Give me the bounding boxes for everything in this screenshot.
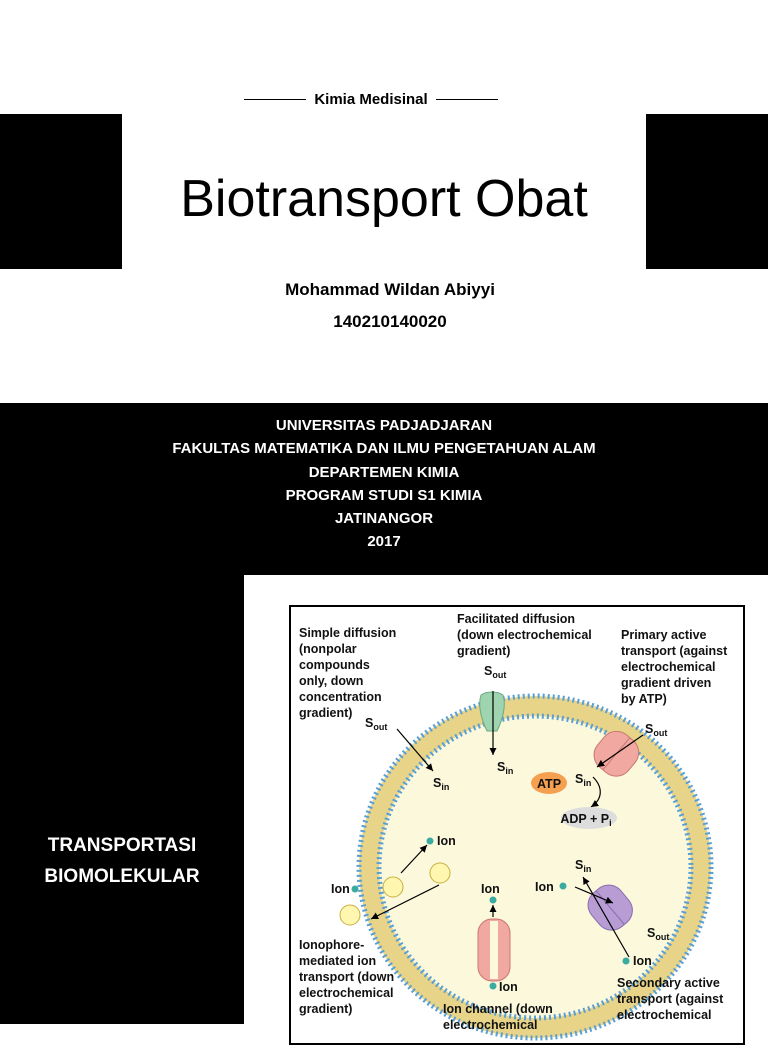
ion-dot [426, 837, 434, 845]
ion-dot [489, 982, 497, 990]
svg-text:(down electrochemical: (down electrochemical [457, 628, 592, 642]
svg-text:gradient driven: gradient driven [621, 676, 711, 690]
s-out-label: Sout [484, 664, 506, 680]
s-in-label: Sin [497, 760, 513, 776]
svg-text:gradient): gradient) [299, 706, 352, 720]
ion-label: Ion [535, 880, 554, 894]
ion-label: Ion [633, 954, 652, 968]
svg-text:Simple diffusion: Simple diffusion [299, 626, 396, 640]
institution-line: 2017 [367, 533, 401, 551]
svg-text:electrochemical: electrochemical [299, 986, 394, 1000]
adp-sub: i [609, 818, 612, 828]
ion-label: Ion [481, 882, 500, 896]
s-in-label: Sin [575, 772, 591, 788]
section-title-line2: BIOMOLEKULAR [44, 866, 200, 887]
membrane-diagram: ATP ADP + Pi Simple diffusion (nonpolar … [299, 612, 728, 1041]
subtitle-rule-left [244, 98, 307, 100]
symport-arrow [582, 876, 630, 958]
svg-text:compounds: compounds [299, 658, 370, 672]
institution-band [0, 403, 768, 575]
institution-text: UNIVERSITAS PADJADJARAN FAKULTAS MATEMAT… [0, 414, 768, 554]
svg-text:ADP + Pi: ADP + Pi [560, 812, 611, 828]
ion-dot [351, 885, 359, 893]
section-title-line1: TRANSPORTASI [47, 835, 197, 856]
ion-label: Ion [499, 980, 518, 994]
ionophore [339, 904, 361, 926]
ionophore-arrow [370, 884, 440, 920]
svg-text:Ionophore-: Ionophore- [299, 938, 364, 952]
ion-dot [489, 896, 497, 904]
svg-text:electrochemical: electrochemical [617, 1008, 712, 1022]
right-decor-block [646, 114, 768, 269]
s-out-label: Sout [365, 716, 387, 732]
svg-text:by ATP): by ATP) [621, 692, 667, 706]
author-block: Mohammad Wildan Abiyyi 140210140020 [0, 274, 768, 338]
left-decor-block [0, 114, 122, 269]
svg-text:Primary active: Primary active [621, 628, 707, 642]
svg-text:transport (against: transport (against [617, 992, 724, 1006]
svg-text:Secondary active: Secondary active [617, 976, 720, 990]
subtitle-row: Kimia Medisinal [0, 88, 742, 110]
ionophore [429, 862, 451, 884]
svg-text:Facilitated diffusion: Facilitated diffusion [457, 612, 575, 626]
outer-lipid-heads [356, 693, 714, 1041]
section-panel [0, 575, 244, 1024]
institution-line: PROGRAM STUDI S1 KIMIA [285, 486, 483, 504]
adp-bubble [561, 807, 617, 829]
s-out-label: Sout [645, 722, 667, 738]
svg-text:Ion channel (down: Ion channel (down [443, 1002, 553, 1016]
atp-arrow [590, 776, 601, 808]
page-title: Biotransport Obat [180, 170, 588, 228]
pump-arrow [596, 734, 644, 768]
svg-text:concentration: concentration [299, 690, 382, 704]
institution-line: JATINANGOR [334, 510, 434, 528]
atp-label: ATP [537, 777, 561, 791]
svg-text:only, down: only, down [299, 674, 363, 688]
course-subtitle: Kimia Medisinal [314, 90, 428, 108]
simple-diffusion-label: Simple diffusion (nonpolar compounds onl… [299, 626, 396, 720]
ionophore [382, 876, 404, 898]
svg-text:transport (down: transport (down [299, 970, 394, 984]
svg-text:electrochemical: electrochemical [621, 660, 716, 674]
ion-label: Ion [331, 882, 350, 896]
membrane-transport-figure: ATP ADP + Pi Simple diffusion (nonpolar … [289, 605, 745, 1045]
diffusion-arrow [396, 728, 434, 772]
symport-arrow [574, 886, 614, 904]
facilitated-diffusion-label: Facilitated diffusion (down electrochemi… [457, 612, 592, 658]
s-in-label: Sin [575, 858, 591, 874]
ionophore-label: Ionophore- mediated ion transport (down … [299, 938, 394, 1016]
svg-text:gradient): gradient) [299, 1002, 352, 1016]
author-name: Mohammad Wildan Abiyyi [285, 280, 495, 299]
svg-text:(nonpolar: (nonpolar [299, 642, 357, 656]
svg-text:gradient): gradient) [457, 644, 510, 658]
ionophore-arrow [400, 844, 428, 874]
ion-channel-protein [477, 918, 511, 982]
atp-bubble [531, 772, 567, 794]
ion-dot [622, 957, 630, 965]
cell-interior [379, 716, 691, 1018]
primary-active-label: Primary active transport (against electr… [621, 628, 728, 706]
secondary-transporter-protein [587, 884, 633, 931]
s-in-label: Sin [433, 776, 449, 792]
adp-label: ADP + P [560, 812, 609, 826]
subtitle-rule-right [435, 98, 498, 100]
svg-text:transport (against: transport (against [621, 644, 728, 658]
section-title: TRANSPORTASI BIOMOLEKULAR [18, 830, 226, 892]
institution-line: UNIVERSITAS PADJADJARAN [275, 417, 493, 434]
secondary-active-label: Secondary active transport (against elec… [617, 976, 724, 1022]
ion-label: Ion [437, 834, 456, 848]
svg-text:mediated ion: mediated ion [299, 954, 376, 968]
ion-dot [559, 882, 567, 890]
inner-lipid-heads [376, 713, 694, 1021]
s-out-label: Sout [647, 926, 669, 942]
institution-line: FAKULTAS MATEMATIKA DAN ILMU PENGETAHUAN… [172, 440, 596, 458]
institution-line: DEPARTEMEN KIMIA [308, 463, 460, 481]
svg-text:electrochemical: electrochemical [443, 1018, 538, 1032]
student-id: 140210140020 [333, 312, 447, 331]
